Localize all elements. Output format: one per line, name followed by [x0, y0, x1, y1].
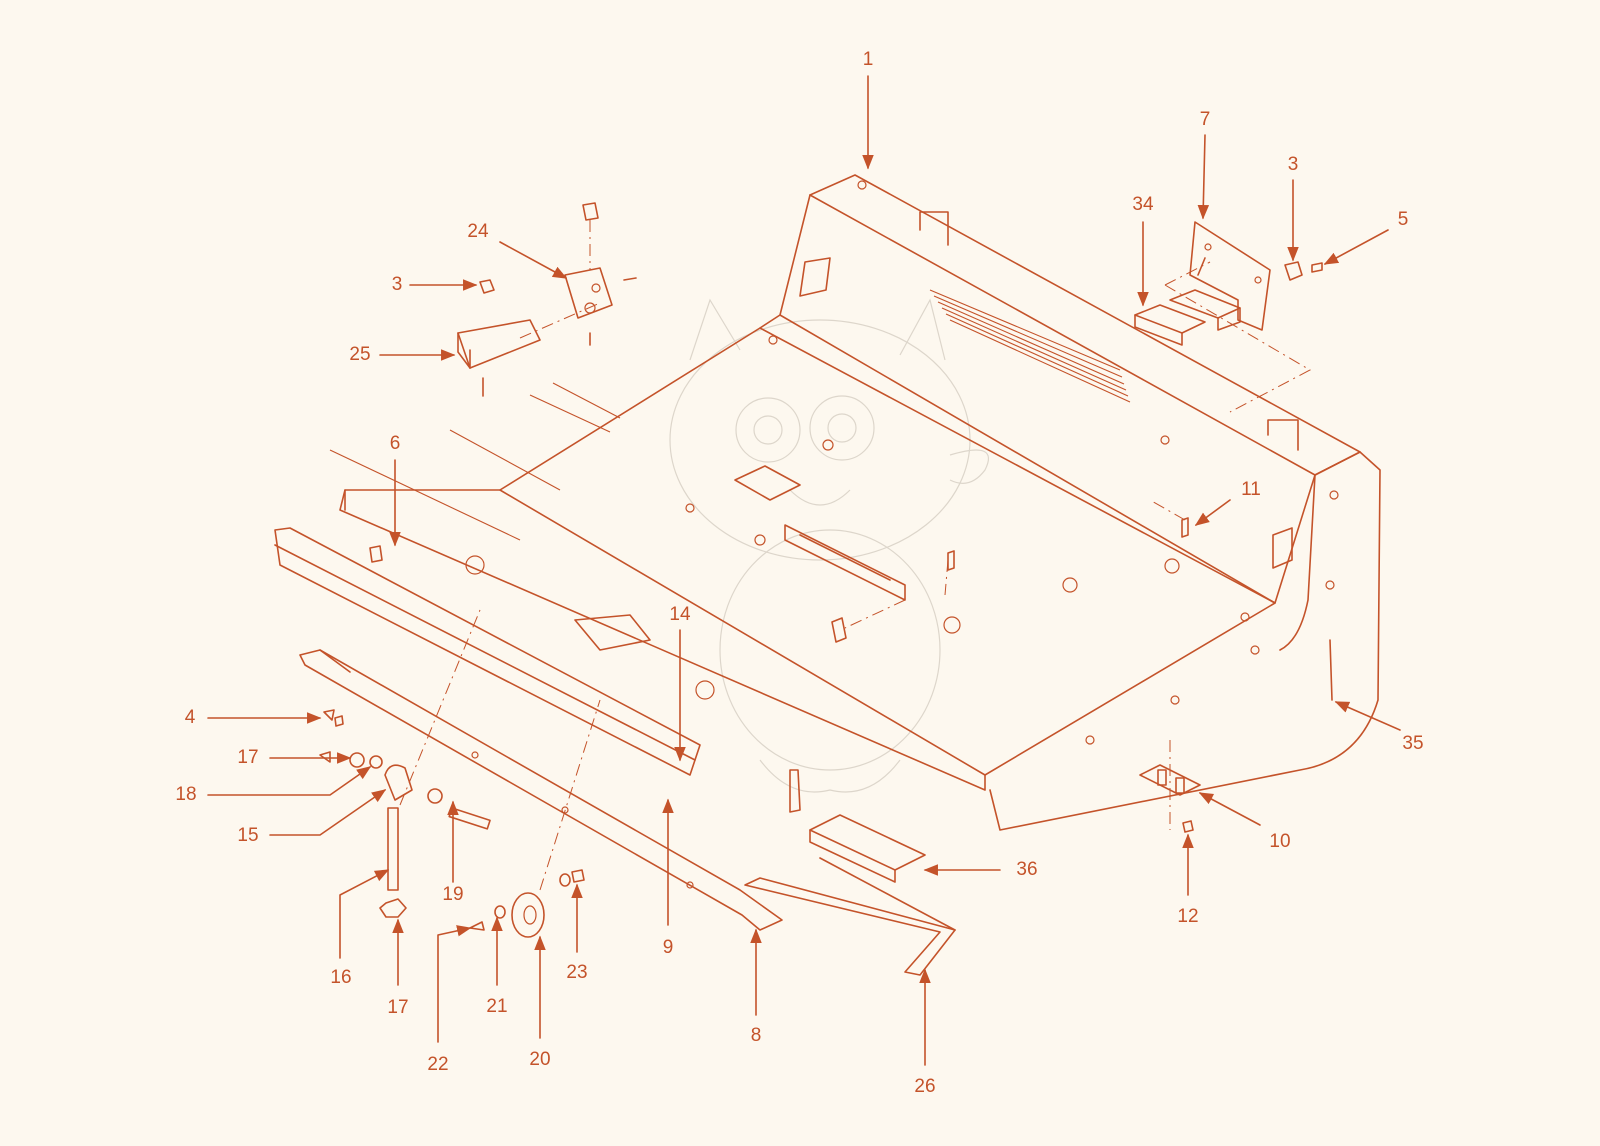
label-part-14: 14: [669, 604, 691, 625]
label-part-26: 26: [914, 1076, 935, 1097]
lower-rail: [299, 649, 783, 931]
label-part-8: 8: [751, 1025, 762, 1046]
label-part-16: 16: [330, 967, 351, 988]
part-labels: 1 7 3 5 34 24 3 25 6 11 14 4 35 17 18 15…: [175, 49, 1423, 1097]
support-strap: [1329, 639, 1333, 701]
label-part-36: 36: [1016, 859, 1037, 880]
long-channel: [274, 527, 701, 776]
label-part-3-right: 3: [1288, 154, 1299, 175]
label-part-20: 20: [529, 1049, 550, 1070]
label-part-3-left: 3: [392, 274, 403, 295]
tab-plate: [1189, 221, 1271, 331]
label-part-25: 25: [349, 344, 370, 365]
label-part-15: 15: [237, 825, 258, 846]
deck-hardware: [369, 517, 1189, 571]
label-part-7: 7: [1200, 109, 1211, 130]
label-part-5: 5: [1398, 209, 1409, 230]
label-part-18: 18: [175, 784, 196, 805]
label-part-10: 10: [1269, 831, 1290, 852]
clip-nut-right: [1284, 261, 1323, 281]
label-part-35: 35: [1402, 733, 1423, 754]
spacer-blocks: [1134, 289, 1241, 346]
label-part-9: 9: [663, 937, 674, 958]
mount-plate: [1139, 740, 1201, 833]
label-part-34: 34: [1132, 194, 1154, 215]
hinge-bracket-assembly: [457, 202, 637, 397]
label-part-17-bottom: 17: [387, 997, 408, 1018]
label-part-1: 1: [863, 49, 874, 70]
label-part-21: 21: [486, 996, 507, 1017]
label-part-23: 23: [566, 962, 587, 983]
label-part-6: 6: [390, 433, 401, 454]
label-part-22: 22: [427, 1054, 448, 1075]
label-part-19: 19: [442, 884, 463, 905]
label-part-4: 4: [185, 707, 196, 728]
callouts: [207, 75, 1401, 1066]
main-deck-frame: [339, 174, 1381, 831]
label-part-24: 24: [467, 221, 489, 242]
watermark-figure: [669, 298, 990, 793]
tie-rods: [329, 382, 621, 541]
label-part-11: 11: [1241, 479, 1261, 500]
label-part-12: 12: [1177, 906, 1198, 927]
pad-block: [809, 814, 926, 883]
label-part-17-top: 17: [237, 747, 258, 768]
